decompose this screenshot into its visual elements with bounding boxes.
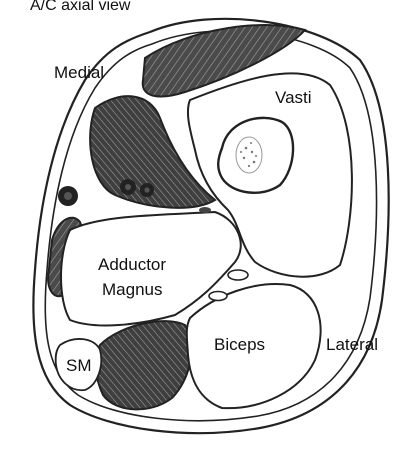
label-biceps: Biceps [214, 335, 265, 354]
label-adductor: Adductor [98, 255, 166, 274]
femur-marrow [236, 137, 262, 173]
label-vasti: Vasti [275, 88, 312, 107]
label-magnus: Magnus [102, 280, 162, 299]
partial-title: A/C axial view [30, 0, 131, 14]
label-lateral: Lateral [326, 335, 378, 354]
label-medial: Medial [54, 63, 104, 82]
label-sm: SM [66, 356, 92, 375]
